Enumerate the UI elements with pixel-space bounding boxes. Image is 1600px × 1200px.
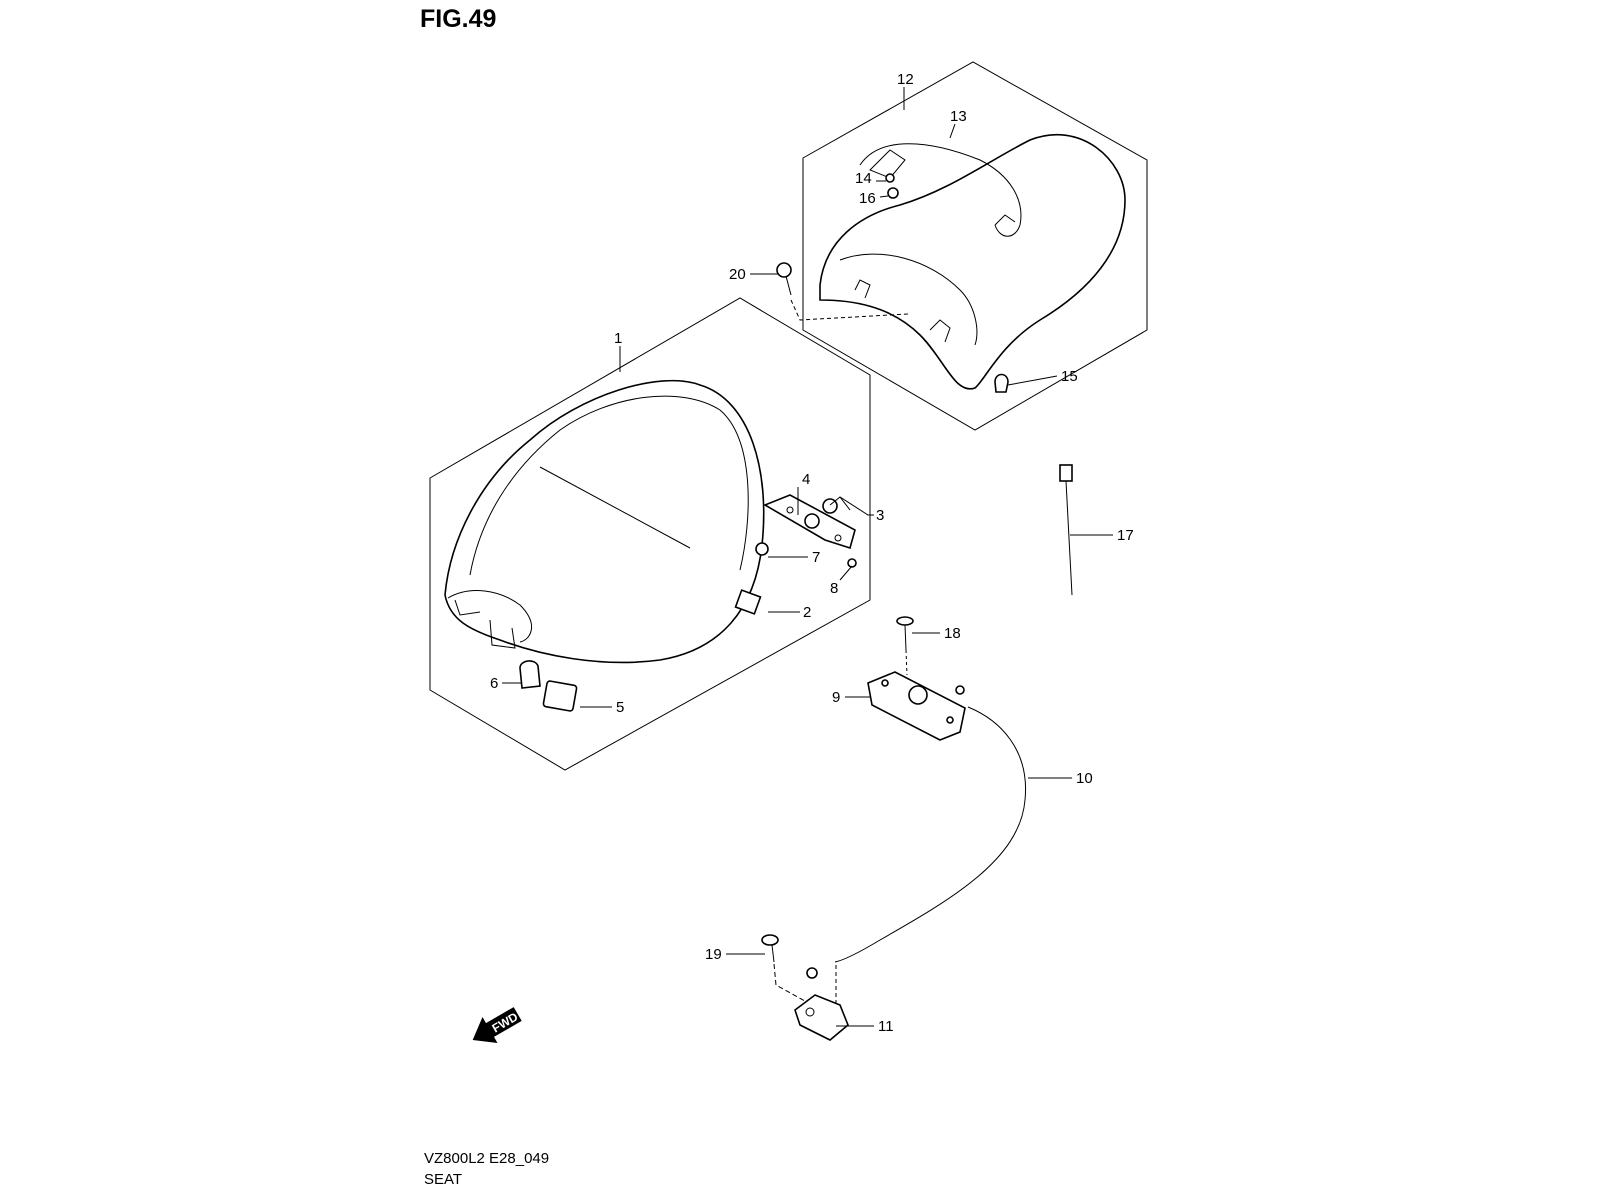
washer-part-14[interactable] bbox=[885, 173, 895, 183]
callout-3[interactable]: 3 bbox=[876, 507, 884, 524]
callout-18[interactable]: 18 bbox=[944, 625, 961, 642]
seat-lock-cable-part-10[interactable] bbox=[834, 706, 1027, 963]
callout-17[interactable]: 17 bbox=[1117, 527, 1134, 544]
seat-bracket-part[interactable] bbox=[763, 494, 856, 550]
callout-7[interactable]: 7 bbox=[812, 549, 820, 566]
rear-seat-part[interactable] bbox=[819, 134, 1126, 390]
nut-part-16[interactable] bbox=[887, 187, 899, 199]
cushion-part-5[interactable] bbox=[542, 680, 578, 712]
forward-direction-arrow: FWD bbox=[472, 1007, 522, 1043]
callout-16[interactable]: 16 bbox=[859, 190, 876, 207]
parts-diagram: FWD 1 2 3 4 5 6 7 8 9 10 11 12 13 bbox=[429, 61, 1148, 1043]
callout-2[interactable]: 2 bbox=[803, 604, 811, 621]
diagram-caption: SEAT bbox=[424, 1171, 463, 1188]
seat-lock-part-9[interactable] bbox=[867, 671, 966, 741]
callout-15[interactable]: 15 bbox=[1061, 368, 1078, 385]
callout-20[interactable]: 20 bbox=[729, 266, 746, 283]
figure-title: FIG.49 bbox=[420, 5, 497, 33]
callout-4[interactable]: 4 bbox=[802, 471, 810, 488]
nut-part-8[interactable] bbox=[847, 558, 857, 568]
screw-part-19[interactable] bbox=[761, 934, 813, 1006]
callout-19[interactable]: 19 bbox=[705, 946, 722, 963]
callout-9[interactable]: 9 bbox=[832, 689, 840, 706]
callout-8[interactable]: 8 bbox=[830, 580, 838, 597]
callout-14[interactable]: 14 bbox=[855, 170, 872, 187]
callout-12[interactable]: 12 bbox=[897, 71, 914, 88]
bolt-part-20[interactable] bbox=[776, 262, 909, 321]
cable-end bbox=[955, 685, 965, 695]
callout-13[interactable]: 13 bbox=[950, 108, 967, 125]
diagram-code: VZ800L2 E28_049 bbox=[424, 1150, 550, 1167]
callout-11[interactable]: 11 bbox=[878, 1018, 894, 1035]
front-seat-group-box bbox=[429, 297, 871, 771]
callout-1[interactable]: 1 bbox=[614, 330, 622, 347]
clip-part-2[interactable] bbox=[734, 589, 762, 615]
cushion-part-15[interactable] bbox=[994, 373, 1009, 393]
callout-10[interactable]: 10 bbox=[1076, 770, 1093, 787]
callout-labels: 1 2 3 4 5 6 7 8 9 10 11 12 13 14 15 16 1… bbox=[490, 71, 1134, 1035]
leader-lines bbox=[502, 87, 1113, 1027]
cable-bracket-part-11[interactable] bbox=[794, 965, 849, 1041]
cushion-part-6[interactable] bbox=[519, 660, 541, 689]
callout-5[interactable]: 5 bbox=[616, 699, 624, 716]
front-seat-part[interactable] bbox=[444, 379, 765, 664]
callout-6[interactable]: 6 bbox=[490, 675, 498, 692]
screw-part-18[interactable] bbox=[896, 616, 914, 676]
cable-tie-part-17[interactable] bbox=[1059, 464, 1073, 596]
grommet-part-7[interactable] bbox=[755, 542, 769, 556]
rear-seat-group-box bbox=[802, 61, 1148, 431]
